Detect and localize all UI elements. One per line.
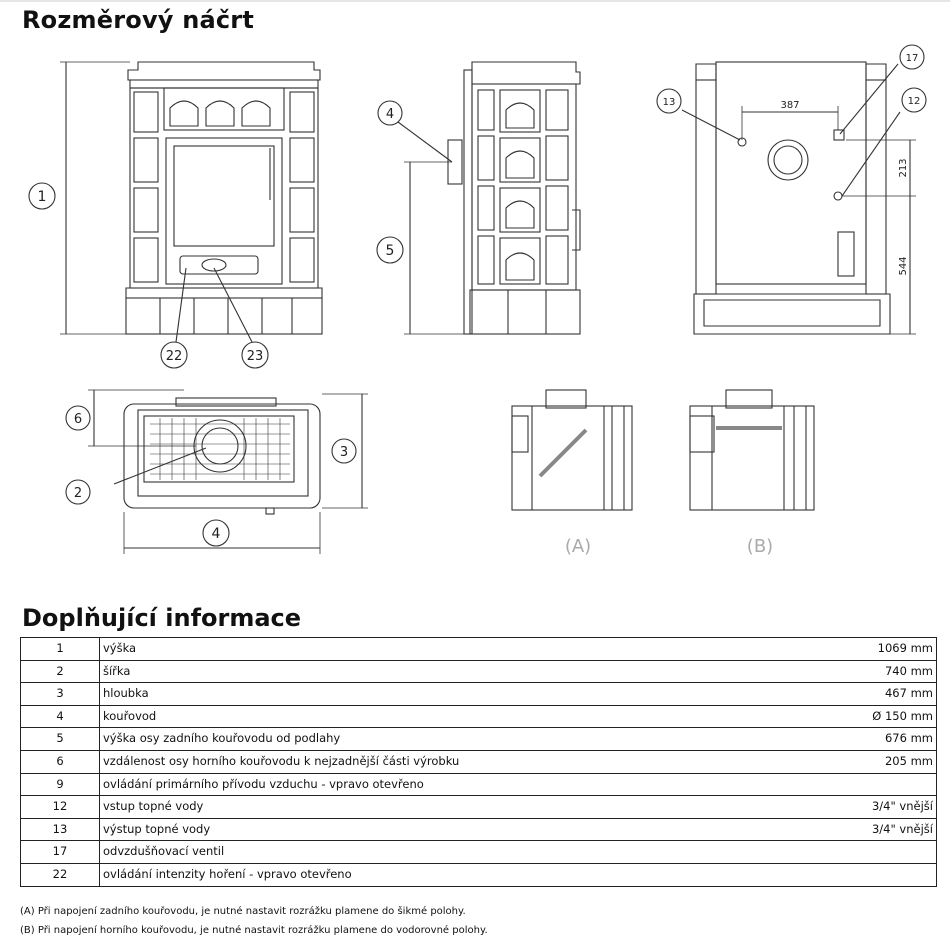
row-description: vstup topné vody: [99, 795, 806, 819]
side-view: [447, 61, 581, 335]
callout-4-side: 4: [386, 107, 394, 122]
row-number: 12: [20, 795, 100, 819]
note-b: (B) Při napojení horního kouřovodu, je n…: [20, 925, 488, 936]
row-description: ovládání intenzity hoření - vpravo otevř…: [99, 862, 806, 887]
row-description: výstup topné vody: [99, 817, 806, 842]
dimension-387: 387: [780, 100, 799, 111]
callout-3: 3: [340, 445, 348, 460]
callout-12: 12: [908, 96, 921, 107]
row-number: 4: [20, 704, 100, 729]
row-value: 740 mm: [805, 659, 938, 684]
row-value: 3/4" vnější: [805, 795, 938, 819]
row-value: 467 mm: [805, 682, 938, 706]
row-description: odvzdušňovací ventil: [99, 840, 806, 864]
section-a: [511, 389, 633, 511]
row-description: šířka: [99, 659, 806, 684]
dimension-drawing: 1 22 23 4 5 17 13 12 6 3 2 4 387 213 544…: [28, 44, 927, 557]
row-description: vzdálenost osy horního kouřovodu k nejza…: [99, 749, 806, 774]
section-b: [689, 389, 815, 511]
sketch-heading: Rozměrový náčrt: [22, 6, 255, 34]
row-value: 205 mm: [805, 749, 938, 774]
row-number: 22: [20, 862, 100, 887]
back-view: [693, 61, 891, 335]
dimension-213: 213: [898, 158, 909, 177]
row-description: ovládání primárního přívodu vzduchu - vp…: [99, 772, 806, 797]
row-value: 3/4" vnější: [805, 817, 938, 842]
row-number: 2: [20, 659, 100, 684]
row-number: 3: [20, 682, 100, 706]
row-number: 1: [20, 637, 100, 661]
section-label-b: (B): [747, 536, 773, 557]
row-value: [805, 840, 938, 864]
callout-6: 6: [74, 412, 82, 427]
row-number: 6: [20, 749, 100, 774]
row-value: [805, 862, 938, 887]
row-value: [805, 772, 938, 797]
info-heading: Doplňující informace: [22, 604, 302, 632]
row-description: výška: [99, 637, 806, 661]
row-number: 17: [20, 840, 100, 864]
callout-5: 5: [386, 243, 395, 259]
row-description: výška osy zadního kouřovodu od podlahy: [99, 727, 806, 751]
row-value: 676 mm: [805, 727, 938, 751]
top-view: [123, 397, 321, 515]
row-number: 5: [20, 727, 100, 751]
row-description: kouřovod: [99, 704, 806, 729]
callout-17: 17: [906, 53, 919, 64]
callout-1: 1: [38, 189, 47, 205]
row-value: 1069 mm: [805, 637, 938, 661]
callout-13: 13: [663, 97, 676, 108]
note-a: (A) Při napojení zadního kouřovodu, je n…: [20, 906, 466, 917]
callout-4-top: 2: [74, 486, 82, 501]
callout-22: 22: [166, 349, 183, 364]
row-value: Ø 150 mm: [805, 704, 938, 729]
row-number: 9: [20, 772, 100, 797]
front-view: [125, 61, 323, 335]
row-number: 13: [20, 817, 100, 842]
callout-23: 23: [247, 349, 264, 364]
row-description: hloubka: [99, 682, 806, 706]
dimension-544: 544: [898, 256, 909, 275]
callout-2: 4: [212, 526, 221, 542]
top-divider: [0, 0, 950, 2]
section-label-a: (A): [565, 536, 591, 557]
